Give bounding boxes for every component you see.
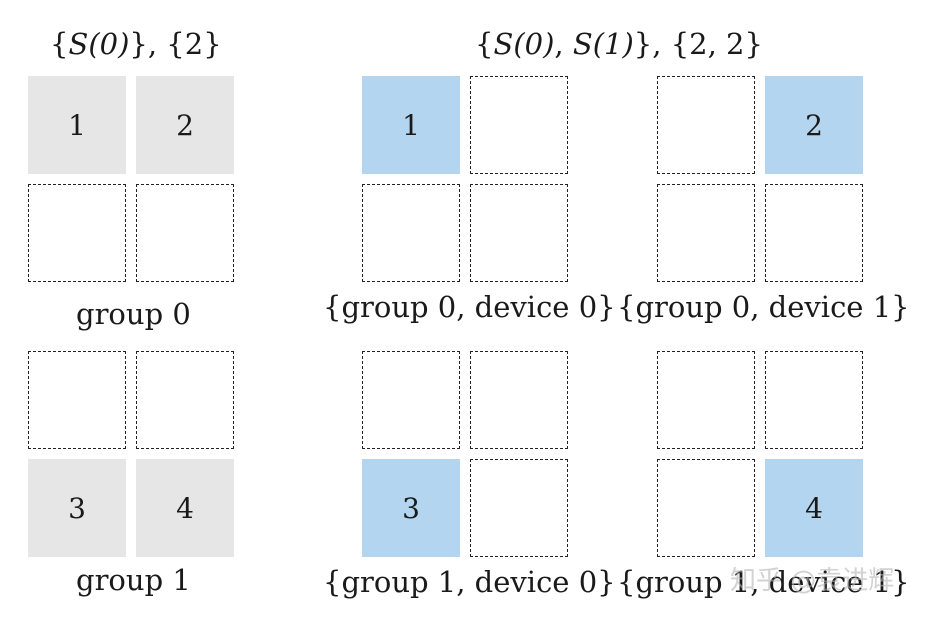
left-title: {S(0)}, {2} bbox=[50, 27, 222, 61]
block2-empty-cell bbox=[470, 351, 568, 449]
right-title-sizes: {2, 2} bbox=[670, 27, 763, 61]
block3-empty-cell bbox=[765, 351, 863, 449]
left-title-sizes: {2} bbox=[166, 27, 222, 61]
block0-empty-cell bbox=[470, 76, 568, 174]
group1-cell-4: 4 bbox=[136, 459, 234, 557]
block3-empty-cell bbox=[657, 351, 755, 449]
right-title-set-b: S(1) bbox=[572, 27, 634, 61]
block1-empty-cell bbox=[657, 184, 755, 282]
block1-empty-cell bbox=[657, 76, 755, 174]
group1-empty-cell bbox=[136, 351, 234, 449]
block0-empty-cell bbox=[362, 184, 460, 282]
block0-cell-value: 1 bbox=[362, 76, 460, 174]
block1-empty-cell bbox=[765, 184, 863, 282]
group0-label: group 0 bbox=[76, 297, 191, 331]
group0-cell-1: 1 bbox=[28, 76, 126, 174]
watermark: 知乎 @袁进辉 bbox=[730, 566, 895, 596]
block3-cell-value: 4 bbox=[765, 459, 863, 557]
block1-label: {group 0, device 1} bbox=[617, 290, 910, 324]
block2-label: {group 1, device 0} bbox=[323, 565, 616, 599]
group1-cell-3: 3 bbox=[28, 459, 126, 557]
block0-empty-cell bbox=[470, 184, 568, 282]
group0-empty-cell bbox=[28, 184, 126, 282]
block0-label: {group 0, device 0} bbox=[323, 290, 616, 324]
block3-label: {group 1, device 1} bbox=[617, 565, 910, 599]
right-title: {S(0), S(1)}, {2, 2} bbox=[475, 27, 763, 61]
block2-cell-value: 3 bbox=[362, 459, 460, 557]
group0-empty-cell bbox=[136, 184, 234, 282]
group1-label: group 1 bbox=[76, 563, 191, 597]
block1-cell-value: 2 bbox=[765, 76, 863, 174]
group1-empty-cell bbox=[28, 351, 126, 449]
block2-empty-cell bbox=[470, 459, 568, 557]
block2-empty-cell bbox=[362, 351, 460, 449]
group0-cell-2: 2 bbox=[136, 76, 234, 174]
left-title-sets: S(0) bbox=[68, 27, 130, 61]
block3-empty-cell bbox=[657, 459, 755, 557]
right-title-set-a: S(0) bbox=[493, 27, 555, 61]
